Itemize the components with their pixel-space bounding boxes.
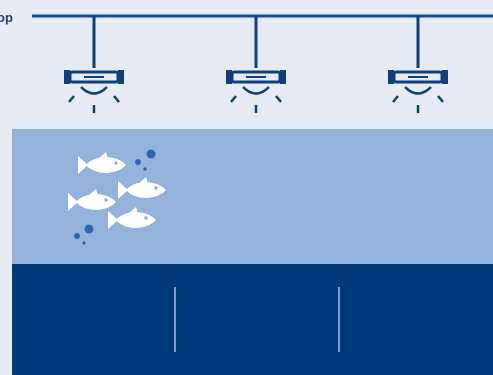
lamp-group [64, 16, 448, 113]
cropped-label: op [0, 10, 13, 25]
tank-base [12, 264, 493, 375]
lamp-1 [64, 16, 124, 113]
lamp-3 [388, 16, 448, 113]
lamp-2 [226, 16, 286, 113]
tube-light-icon [64, 70, 124, 113]
tube-light-icon [226, 70, 286, 113]
tube-light-icon [388, 70, 448, 113]
